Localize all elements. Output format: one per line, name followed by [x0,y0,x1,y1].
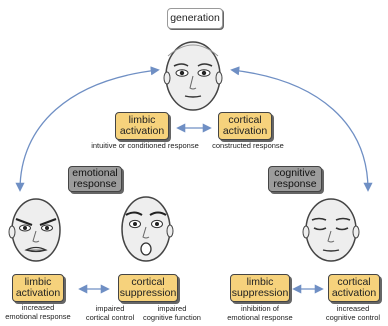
shocked-face [121,196,174,262]
left-limbic-activation-box: limbic activation [12,274,64,302]
arrow-to-emotional [15,66,160,192]
top-limbic-activation-box: limbic activation [115,112,169,140]
angry-face [8,198,61,262]
right-limbic-caption: inhibition of emotional response [227,304,293,322]
top-limbic-caption: intuitive or conditioned response [91,141,199,150]
neutral-face [163,41,223,111]
emotional-response-box: emotional response [68,166,122,192]
cognitive-response-box: cognitive response [268,166,322,192]
generation-box: generation [167,8,223,29]
left-cortical-caption-1: impaired cortical control [85,304,135,322]
arrow-to-cognitive [230,66,373,192]
left-cortical-suppression-box: cortical suppression [118,274,178,302]
top-cortical-activation-box: cortical activation [218,112,272,140]
top-cortical-caption: constructed response [212,141,284,150]
calm-face [302,198,360,262]
left-limbic-caption: increased emotional response [5,303,71,321]
right-cortical-caption: increased cognitive control [325,304,381,322]
left-cortical-caption-2: impaired cognitive function [143,304,201,322]
right-cortical-activation-box: cortical activation [328,274,380,302]
right-limbic-suppression-box: limbic suppression [230,274,290,302]
